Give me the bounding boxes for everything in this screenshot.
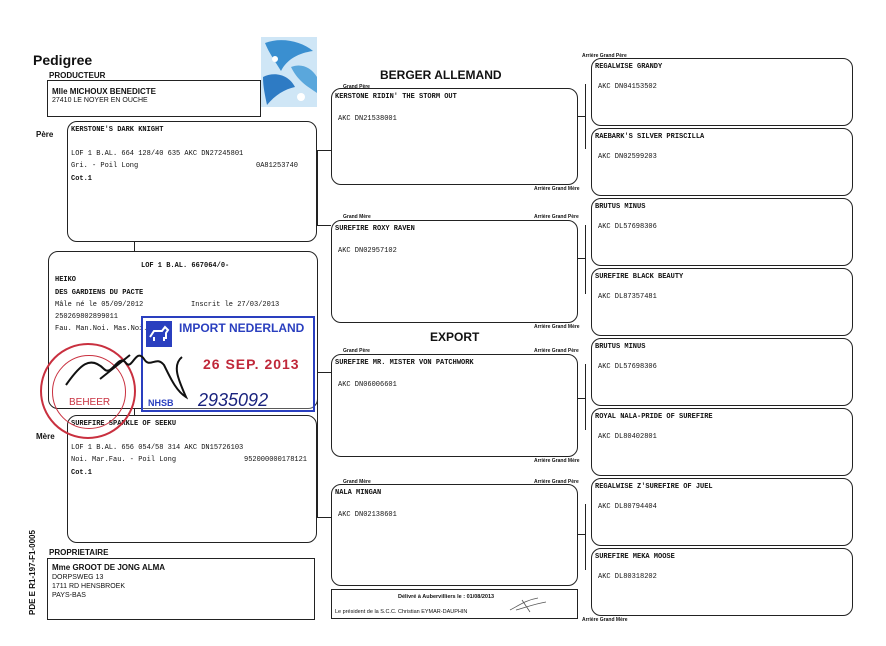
agp3-label: Arrière Grand Père [534,348,579,354]
grandparent-box-1: KERSTONE RIDIN' THE STORM OUT AKC DN2153… [331,88,578,185]
president-text: Le président de la S.C.C. Christian EYMA… [335,609,468,615]
side-code: PDE E R1-197-F1-0005 [28,530,37,615]
great-grandparent-name: BRUTUS MINUS [595,343,646,351]
subject-color: Fau. Man.Noi. Mas.Noi. [55,325,148,333]
grandparent-name: NALA MINGAN [335,489,382,497]
grandparent-name: SUREFIRE MR. MISTER VON PATCHWORK [335,359,474,367]
producer-box: Mlle MICHOUX BENEDICTE 27410 LE NOYER EN… [47,80,261,117]
red-seal: BEHEER [40,343,136,439]
agm1-label: Arrière Grand Mère [534,186,580,192]
import-title: IMPORT NEDERLAND [179,321,305,335]
great-grandparent-reg: AKC DL80794404 [598,503,657,511]
great-grandparent-reg: AKC DN04153502 [598,83,657,91]
gp2-label: Grand Père [343,348,370,354]
seal-word: BEHEER [69,397,111,408]
great-grandparent-name: RAEBARK'S SILVER PRISCILLA [595,133,705,141]
father-cot: Cot.1 [71,175,93,183]
stamp-org: NHSB [148,398,174,408]
father-box: KERSTONE'S DARK KNIGHT LOF 1 B.AL. 664 1… [67,121,317,242]
father-name: KERSTONE'S DARK KNIGHT [71,126,164,134]
grandparent-reg: AKC DN02138601 [338,511,397,519]
great-grandparent-reg: AKC DN02599203 [598,153,657,161]
great-grandparent-box-3: BRUTUS MINUS AKC DL57698306 [591,198,853,266]
scc-logo-graphic [263,40,317,105]
agm4-label: Arrière Grand Mère [582,617,628,623]
footer-box: Délivré à Aubervilliers le : 01/08/2013 … [331,589,578,619]
great-grandparent-reg: AKC DL57698306 [598,223,657,231]
producer-city: 27410 LE NOYER EN OUCHE [52,97,148,104]
page-title: Pedigree [33,52,93,68]
great-grandparent-box-2: RAEBARK'S SILVER PRISCILLA AKC DN0259920… [591,128,853,196]
owner-street: DORPSWEG 13 [52,574,104,581]
grandparent-box-2: SUREFIRE ROXY RAVEN AKC DN02957102 [331,220,578,323]
great-grandparent-reg: AKC DL57698306 [598,363,657,371]
grandparent-box-4: NALA MINGAN AKC DN02138601 [331,484,578,586]
father-label: Père [36,130,54,139]
agp1-label: Arrière Grand Père [582,53,627,59]
great-grandparent-name: BRUTUS MINUS [595,203,646,211]
owner-country: PAYS-BAS [52,592,86,599]
mother-color: Noi. Mar.Fau. - Poil Long [71,456,177,464]
grandparent-box-3: SUREFIRE MR. MISTER VON PATCHWORK AKC DN… [331,354,578,457]
great-grandparent-box-6: ROYAL NALA-PRIDE OF SUREFIRE AKC DL80402… [591,408,853,476]
subject-name1: HEIKO [55,276,77,284]
father-reg: LOF 1 B.AL. 664 128/40 635 AKC DN2724580… [71,150,244,158]
father-color: Gri. - Poil Long [71,162,139,170]
mother-reg: LOF 1 B.AL. 656 054/58 314 AKC DN1572610… [71,444,244,452]
grandparent-name: KERSTONE RIDIN' THE STORM OUT [335,93,457,101]
subject-lof: LOF 1 B.AL. 667064/0- [141,262,230,270]
subject-registered: Inscrit le 27/03/2013 [191,301,280,309]
great-grandparent-reg: AKC DL80402801 [598,433,657,441]
subject-name2: DES GARDIENS DU PACTE [55,289,144,297]
owner-name: Mme GROOT DE JONG ALMA [52,563,166,572]
grandparent-name: SUREFIRE ROXY RAVEN [335,225,415,233]
owner-box: Mme GROOT DE JONG ALMA DORPSWEG 13 1711 … [47,558,315,620]
grandparent-reg: AKC DN21538001 [338,115,397,123]
agp2-label: Arrière Grand Père [534,214,579,220]
scc-logo [261,37,317,107]
breed-title: BERGER ALLEMAND [380,68,502,82]
import-date: 26 SEP. 2013 [203,356,300,372]
subject-chip: 250269802899011 [55,313,119,321]
great-grandparent-reg: AKC DL87357481 [598,293,657,301]
owner-city: 1711 RD HENSBROEK [52,583,126,590]
mother-box: SUREFIRE SPARKLE OF SEEKU LOF 1 B.AL. 65… [67,415,317,543]
great-grandparent-name: ROYAL NALA-PRIDE OF SUREFIRE [595,413,713,421]
mother-name: SUREFIRE SPARKLE OF SEEKU [71,420,177,428]
mother-cot: Cot.1 [71,469,93,477]
great-grandparent-reg: AKC DL80318202 [598,573,657,581]
grandparent-reg: AKC DN06006601 [338,381,397,389]
producer-label: PRODUCTEUR [49,71,106,80]
producer-name: Mlle MICHOUX BENEDICTE [52,87,157,96]
owner-label: PROPRIETAIRE [49,548,109,557]
gm1-label: Grand Mère [343,214,371,220]
great-grandparent-box-8: SUREFIRE MEKA MOOSE AKC DL80318202 [591,548,853,616]
gm2-label: Grand Mère [343,479,371,485]
father-id: 0A81253740 [256,162,299,170]
issued-text: Délivré à Aubervilliers le : 01/08/2013 [398,594,495,600]
export-title: EXPORT [430,330,480,344]
gp1-label: Grand Père [343,84,370,90]
great-grandparent-name: SUREFIRE BLACK BEAUTY [595,273,684,281]
agm2-label: Arrière Grand Mère [534,324,580,330]
great-grandparent-name: REGALWISE GRANDY [595,63,663,71]
owner-signature [65,354,189,400]
great-grandparent-name: REGALWISE Z'SUREFIRE OF JUEL [595,483,713,491]
stamp-number: 2935092 [198,390,269,410]
mother-id: 952000000178121 [244,456,308,464]
import-stamp: IMPORT NEDERLAND 26 SEP. 2013 NHSB 29350… [141,316,315,412]
great-grandparent-box-7: REGALWISE Z'SUREFIRE OF JUEL AKC DL80794… [591,478,853,546]
mother-label: Mère [36,432,55,441]
agm3-label: Arrière Grand Mère [534,458,580,464]
agp4-label: Arrière Grand Père [534,479,579,485]
great-grandparent-name: SUREFIRE MEKA MOOSE [595,553,675,561]
president-signature [509,597,547,613]
dog-icon [146,321,172,347]
great-grandparent-box-1: REGALWISE GRANDY AKC DN04153502 [591,58,853,126]
subject-born: Mâle né le 05/09/2012 [55,301,144,309]
grandparent-reg: AKC DN02957102 [338,247,397,255]
great-grandparent-box-5: BRUTUS MINUS AKC DL57698306 [591,338,853,406]
great-grandparent-box-4: SUREFIRE BLACK BEAUTY AKC DL87357481 [591,268,853,336]
